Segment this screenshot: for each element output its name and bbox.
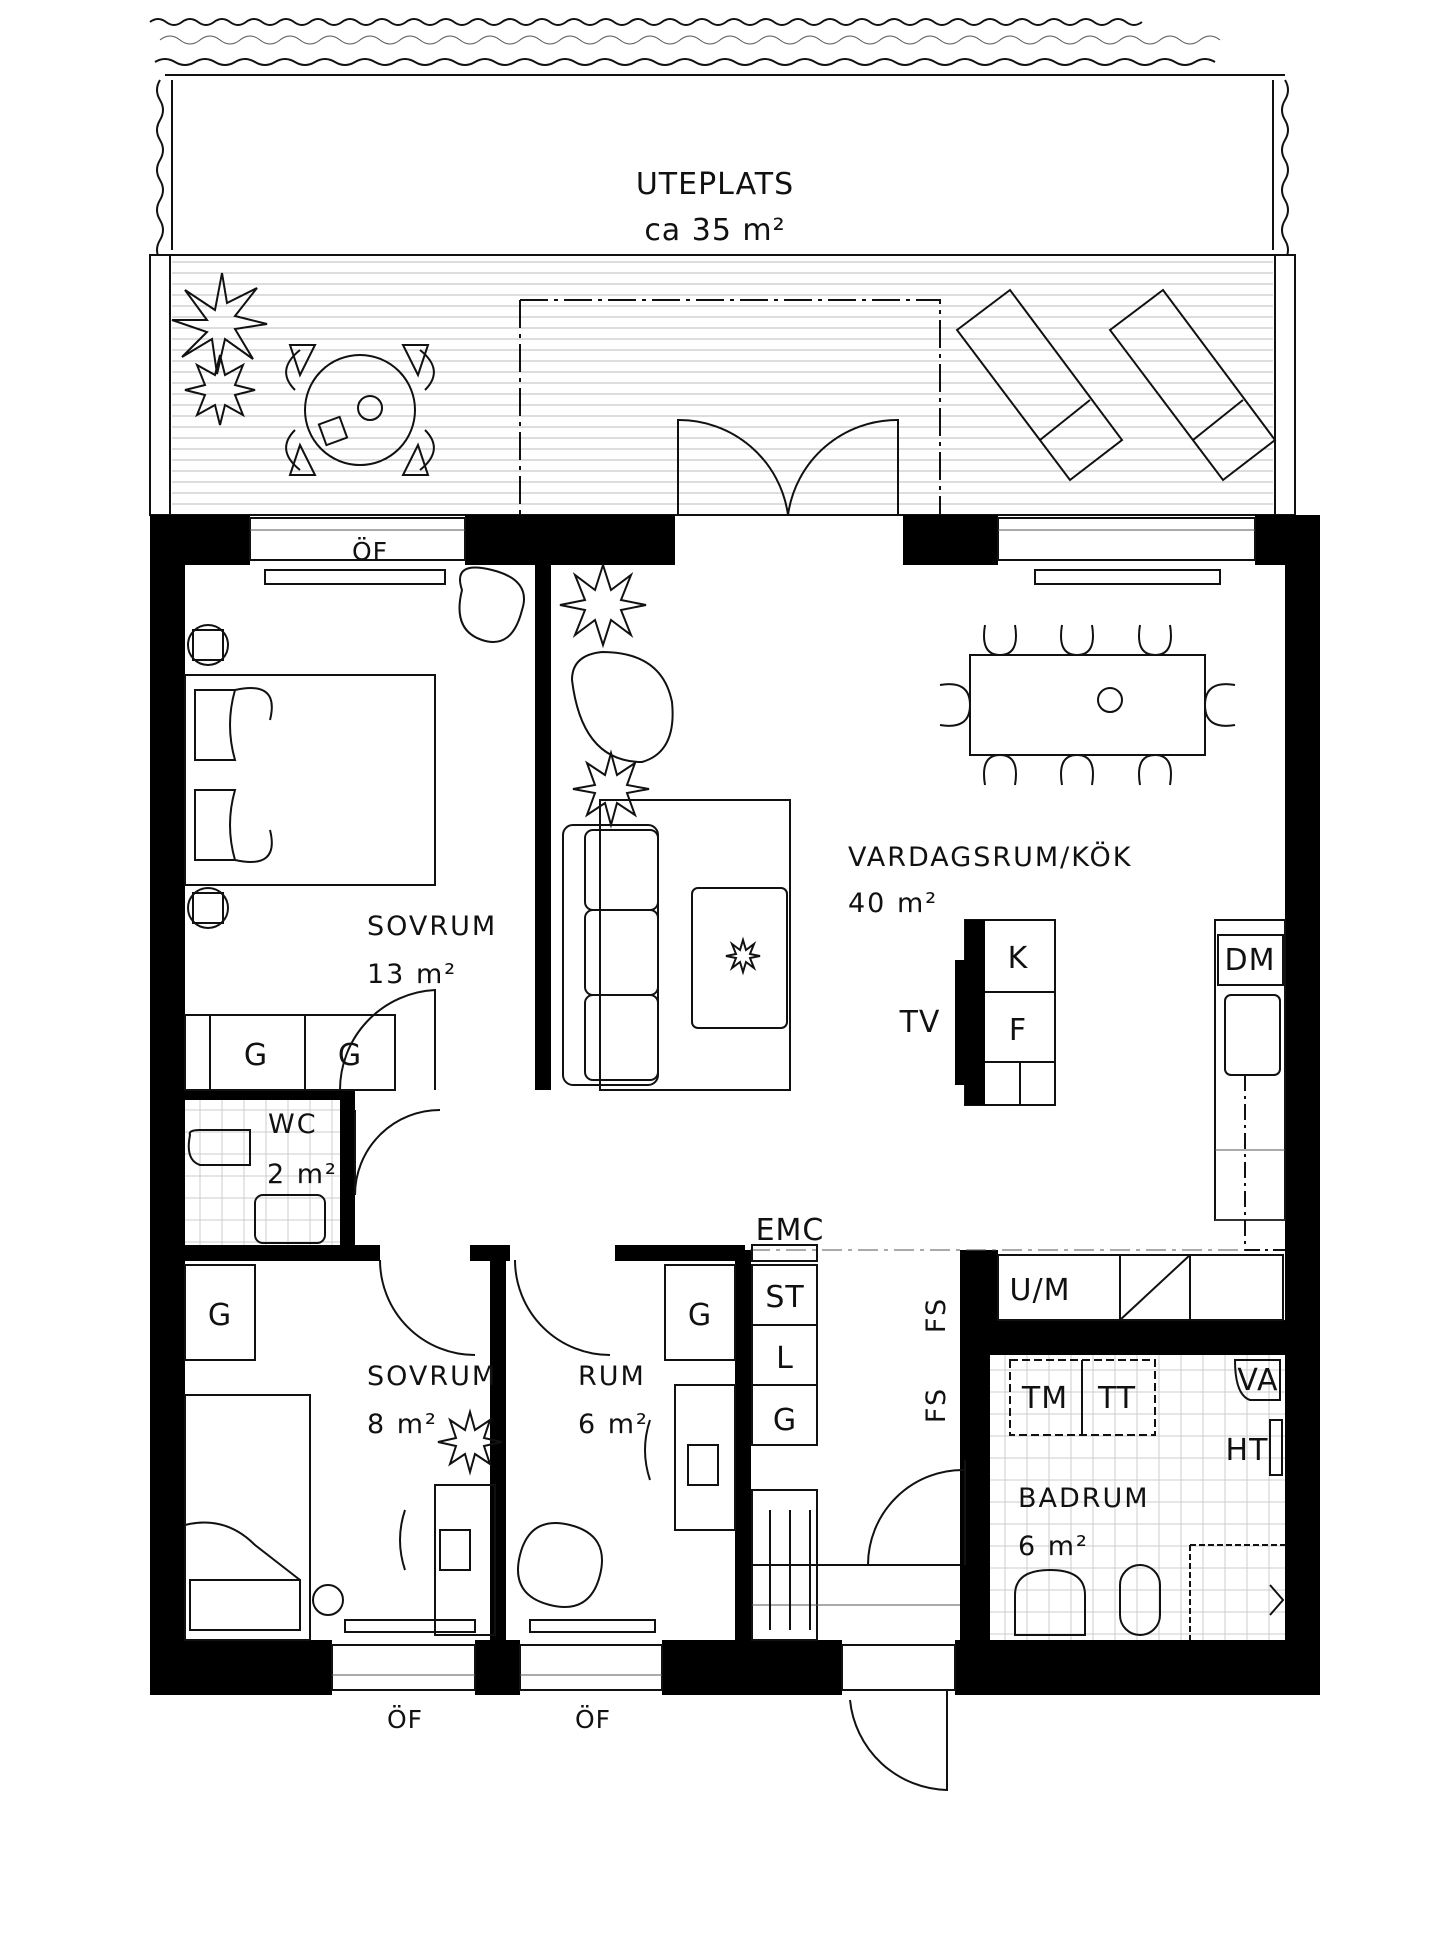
utility: U/M (997, 1254, 1284, 1321)
dryer-label: TT (1097, 1381, 1136, 1416)
sun-lounger (1108, 288, 1277, 482)
plant-icon (171, 272, 268, 375)
bedroom-small: G SOVRUM 8 m² (184, 1259, 503, 1641)
entrance-door[interactable] (841, 1644, 956, 1792)
window-label: ÖF (575, 1705, 611, 1734)
room-name: SOVRUM (367, 911, 497, 942)
nightstand (192, 629, 224, 661)
sofa (562, 824, 659, 1086)
armchair (570, 650, 674, 764)
room-name: BADRUM (1018, 1483, 1150, 1514)
rug (599, 799, 791, 1091)
wardrobe-label: G (208, 1298, 232, 1333)
wc: WC 2 m² (185, 1100, 441, 1245)
window (331, 1619, 476, 1691)
round-table (285, 344, 435, 476)
plant-icon (437, 1408, 503, 1476)
walls (150, 515, 1320, 1695)
dining-chairs (939, 624, 1236, 786)
hall: ST L G EMC FS FS (751, 1213, 966, 1641)
terrace-door[interactable] (677, 418, 899, 516)
water-heater (1233, 1359, 1281, 1401)
dishwasher-label: DM (1225, 943, 1276, 978)
plant-icon (572, 749, 650, 829)
microwave-label: U/M (1010, 1273, 1071, 1308)
hedge (149, 18, 1289, 301)
washer-label: TM (1021, 1381, 1068, 1416)
bathroom-door (867, 1468, 966, 1566)
sink (1224, 994, 1281, 1076)
room-name: RUM (578, 1361, 646, 1392)
bedroom-main: G G SOVRUM 13 m² (184, 566, 525, 1091)
room-area: 13 m² (367, 959, 457, 990)
room-name: WC (268, 1109, 318, 1140)
terrace: UTEPLATS ca 35 m² (149, 18, 1296, 516)
pergola (519, 299, 941, 515)
room-area: 2 m² (267, 1159, 338, 1190)
plant-icon (184, 354, 256, 426)
window-label: ÖF (352, 537, 388, 566)
single-bed (184, 1394, 311, 1641)
fs-label: FS (921, 1387, 952, 1423)
towel-dryer (1269, 1419, 1283, 1476)
room-name: VARDAGSRUM/KÖK (848, 841, 1132, 873)
room: G RUM 6 m² (514, 1259, 736, 1608)
room-area: 40 m² (848, 888, 938, 919)
linen-label: L (776, 1341, 794, 1376)
wardrobe-label: G (688, 1298, 712, 1333)
plant-icon (559, 561, 647, 649)
window (249, 517, 466, 585)
desk (434, 1484, 496, 1636)
tile-grid (990, 1355, 1285, 1640)
room-area: 8 m² (367, 1409, 438, 1440)
wardrobe-label: G (244, 1038, 268, 1073)
toilet (1119, 1564, 1161, 1636)
fridge-label: K (1008, 941, 1029, 976)
door (514, 1259, 611, 1356)
armchair (458, 566, 525, 643)
shower (1189, 1544, 1285, 1640)
dining-table (969, 654, 1206, 756)
wardrobe-label: G (773, 1403, 797, 1438)
room-area: 6 m² (1018, 1531, 1089, 1562)
deck (149, 254, 1296, 516)
terrace-area: ca 35 m² (644, 213, 785, 248)
terrace-name: UTEPLATS (636, 167, 794, 202)
door (379, 1259, 476, 1356)
room-area: 6 m² (578, 1409, 649, 1440)
tv-label: TV (899, 1005, 941, 1040)
room-name: SOVRUM (367, 1361, 497, 1392)
wc-door (354, 1109, 441, 1196)
desk (674, 1384, 736, 1531)
freezer-label: F (1009, 1013, 1027, 1048)
double-bed (184, 674, 436, 886)
emc-box (751, 1244, 818, 1262)
nightstand (192, 892, 224, 924)
living-kitchen: K F TV DM VARDAGSRUM/KÖK 40 m² (559, 561, 1286, 1251)
washbasin (1014, 1568, 1086, 1636)
coffee-table (691, 887, 788, 1029)
window (997, 517, 1256, 585)
washbasin (254, 1194, 326, 1244)
bathroom: TM TT VA HT BADRUM 6 m² (990, 1355, 1285, 1640)
fs-label: FS (921, 1297, 952, 1333)
armchair (517, 1522, 603, 1608)
deck-boards (172, 261, 1273, 505)
chair (644, 1419, 651, 1481)
towel-dryer-label: HT (1226, 1433, 1269, 1468)
water-heater-label: VA (1237, 1363, 1278, 1398)
tv (955, 960, 965, 1085)
window (519, 1619, 663, 1691)
emc-label: EMC (756, 1213, 825, 1248)
window-label: ÖF (387, 1705, 423, 1734)
tile-grid (185, 1100, 340, 1245)
sun-lounger (955, 288, 1124, 482)
toilet (187, 1129, 251, 1166)
chair (399, 1509, 406, 1571)
storage-label: ST (765, 1280, 804, 1315)
